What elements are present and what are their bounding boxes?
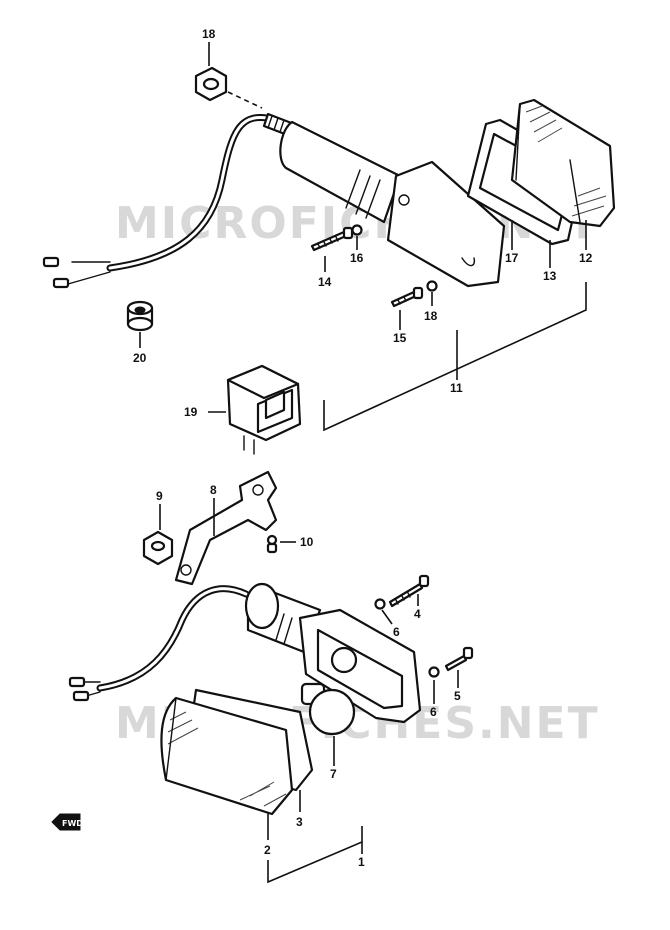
washer-6-lower [428, 666, 440, 678]
front-direction-marker: FWD [51, 813, 83, 831]
grommet-20 [126, 300, 154, 332]
callout-12: 12 [579, 251, 593, 265]
callout-5: 5 [454, 689, 461, 703]
callout-19: 19 [184, 405, 198, 419]
front-marker-label: FWD [62, 819, 83, 828]
upper-turn-signal-assembly [42, 98, 616, 289]
upper-mounting-plate [386, 160, 506, 288]
callout-13: 13 [543, 269, 557, 283]
screw-5 [444, 646, 474, 672]
nut-18-top [194, 66, 228, 102]
callout-1: 1 [358, 855, 365, 869]
screw-14 [310, 226, 354, 252]
callout-15: 15 [393, 331, 407, 345]
upper-connector-a [42, 256, 60, 268]
washer-16 [351, 224, 363, 236]
upper-lens [510, 98, 616, 228]
screw-15 [390, 286, 424, 308]
callout-numbers: 18 14 16 15 18 17 13 12 11 20 19 8 9 10 … [133, 27, 593, 869]
callout-7: 7 [330, 767, 337, 781]
lower-connector-a [68, 676, 86, 688]
callout-8: 8 [210, 483, 217, 497]
lower-bulb [300, 646, 358, 736]
callout-20: 20 [133, 351, 147, 365]
callout-9: 9 [156, 489, 163, 503]
callout-18-top: 18 [202, 27, 216, 41]
screw-4 [388, 574, 430, 608]
callout-6-lower: 6 [430, 705, 437, 719]
nut-9 [142, 530, 174, 566]
lower-connector-b [72, 690, 90, 702]
upper-connector-b [52, 277, 70, 289]
lower-wire [68, 585, 250, 702]
screw-10 [266, 534, 278, 554]
lower-lens [160, 696, 294, 816]
upper-wire [42, 114, 280, 289]
callout-16: 16 [350, 251, 364, 265]
washer-18 [426, 280, 438, 292]
callout-4: 4 [414, 607, 421, 621]
lower-turn-signal-assembly [68, 582, 422, 816]
callout-14: 14 [318, 275, 332, 289]
bracket-8 [174, 470, 278, 586]
callout-6-upper: 6 [393, 625, 400, 639]
callout-11: 11 [450, 381, 463, 395]
washer-6-upper [374, 598, 386, 610]
callout-10: 10 [300, 535, 314, 549]
callout-17: 17 [505, 251, 519, 265]
callout-2: 2 [264, 843, 271, 857]
flasher-relay-19 [226, 364, 302, 455]
callout-18-lower: 18 [424, 309, 438, 323]
callout-3: 3 [296, 815, 303, 829]
leader-lines [139, 42, 587, 884]
